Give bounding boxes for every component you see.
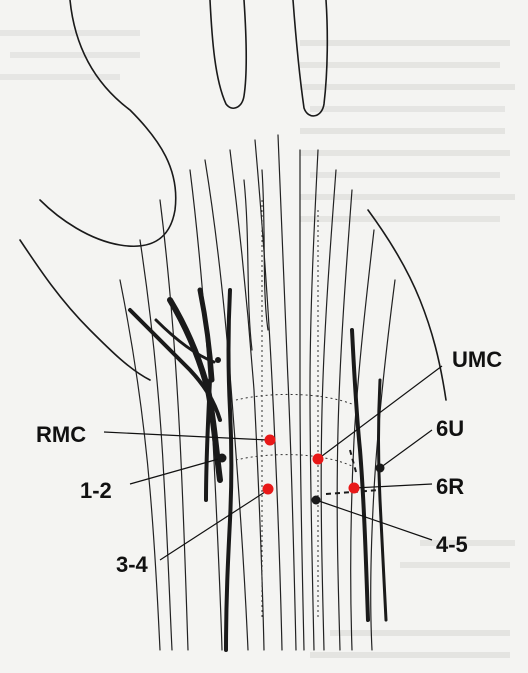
label-6r: 6R [436,474,464,499]
dot-4-5-landmark [312,496,321,505]
label-rmc: RMC [36,422,86,447]
portal-3-4 [263,484,274,495]
label-1-2: 1-2 [80,478,112,503]
leader-6u [380,430,432,468]
portal-6r [349,483,360,494]
dot-6u-landmark [376,464,385,473]
bleed-through-texture [0,30,515,658]
portal-rmc [265,435,276,446]
portal-umc [313,454,324,465]
label-6u: 6U [436,416,464,441]
label-3-4: 3-4 [116,552,149,577]
leader-6r [354,484,432,488]
label-umc: UMC [452,347,502,372]
dot-1-2-landmark [218,454,227,463]
thumb-outline [40,0,176,246]
leader-rmc [104,432,268,440]
leader-3-4 [160,490,268,560]
index-finger-outline [210,0,246,108]
label-4-5: 4-5 [436,532,468,557]
leader-4-5 [316,500,432,540]
middle-finger-outline [293,0,327,116]
